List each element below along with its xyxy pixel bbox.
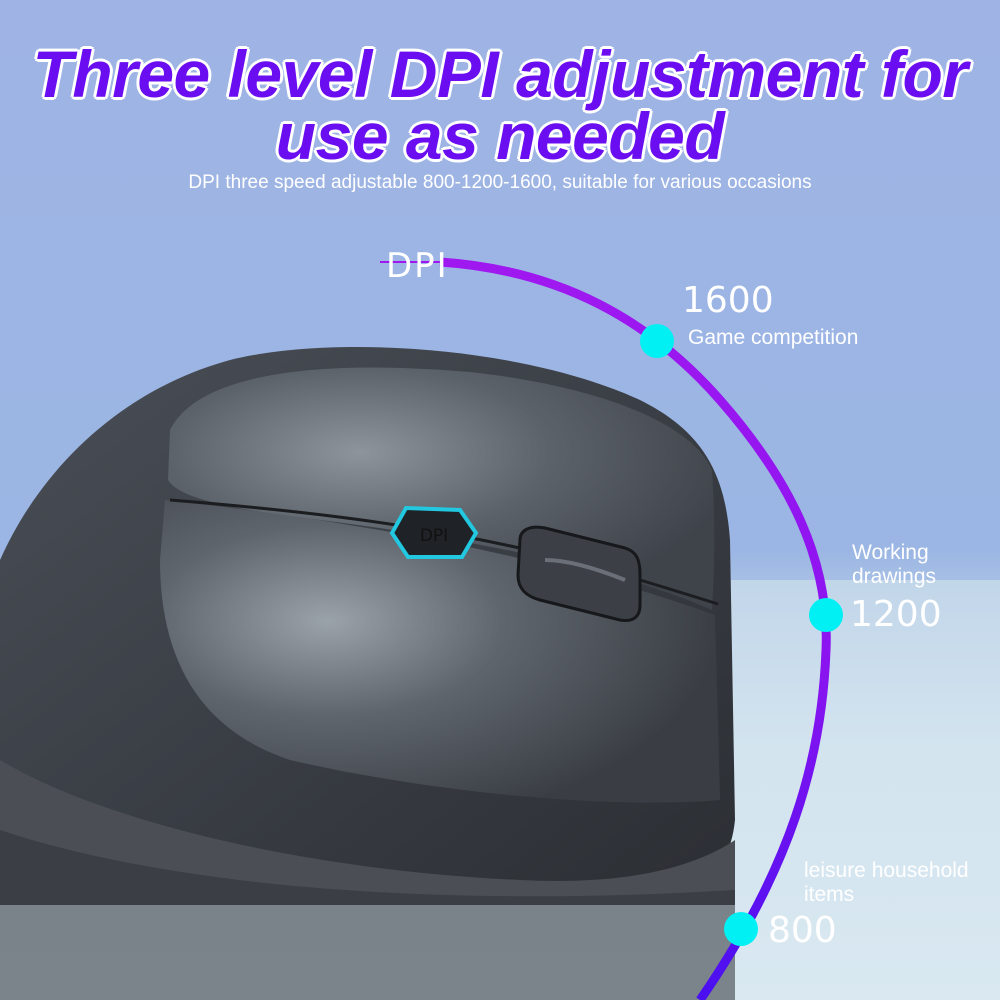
dpi-dial-label: DPI — [386, 246, 449, 286]
level-1200-description-line-2: drawings — [852, 565, 937, 588]
dot-800 — [724, 912, 758, 946]
level-1600-description: Game competition — [688, 326, 859, 349]
level-1600-value: 1600 — [682, 280, 774, 321]
headline-line-2: use as needed — [275, 99, 725, 173]
dpi-button-label: DPI — [420, 526, 448, 546]
level-800-value: 800 — [768, 910, 837, 951]
subtitle: DPI three speed adjustable 800-1200-1600… — [188, 172, 812, 193]
dot-1200 — [809, 598, 843, 632]
level-1200-value: 1200 — [850, 594, 942, 635]
level-1200-description-line-1: Working — [852, 541, 929, 564]
dot-1600 — [640, 324, 674, 358]
level-800-description-line-1: leisure household — [804, 859, 969, 882]
level-800-description-line-2: items — [804, 883, 855, 906]
headline-line-1: Three level DPI adjustment for — [32, 37, 968, 111]
dpi-button[interactable]: DPI — [388, 505, 480, 563]
